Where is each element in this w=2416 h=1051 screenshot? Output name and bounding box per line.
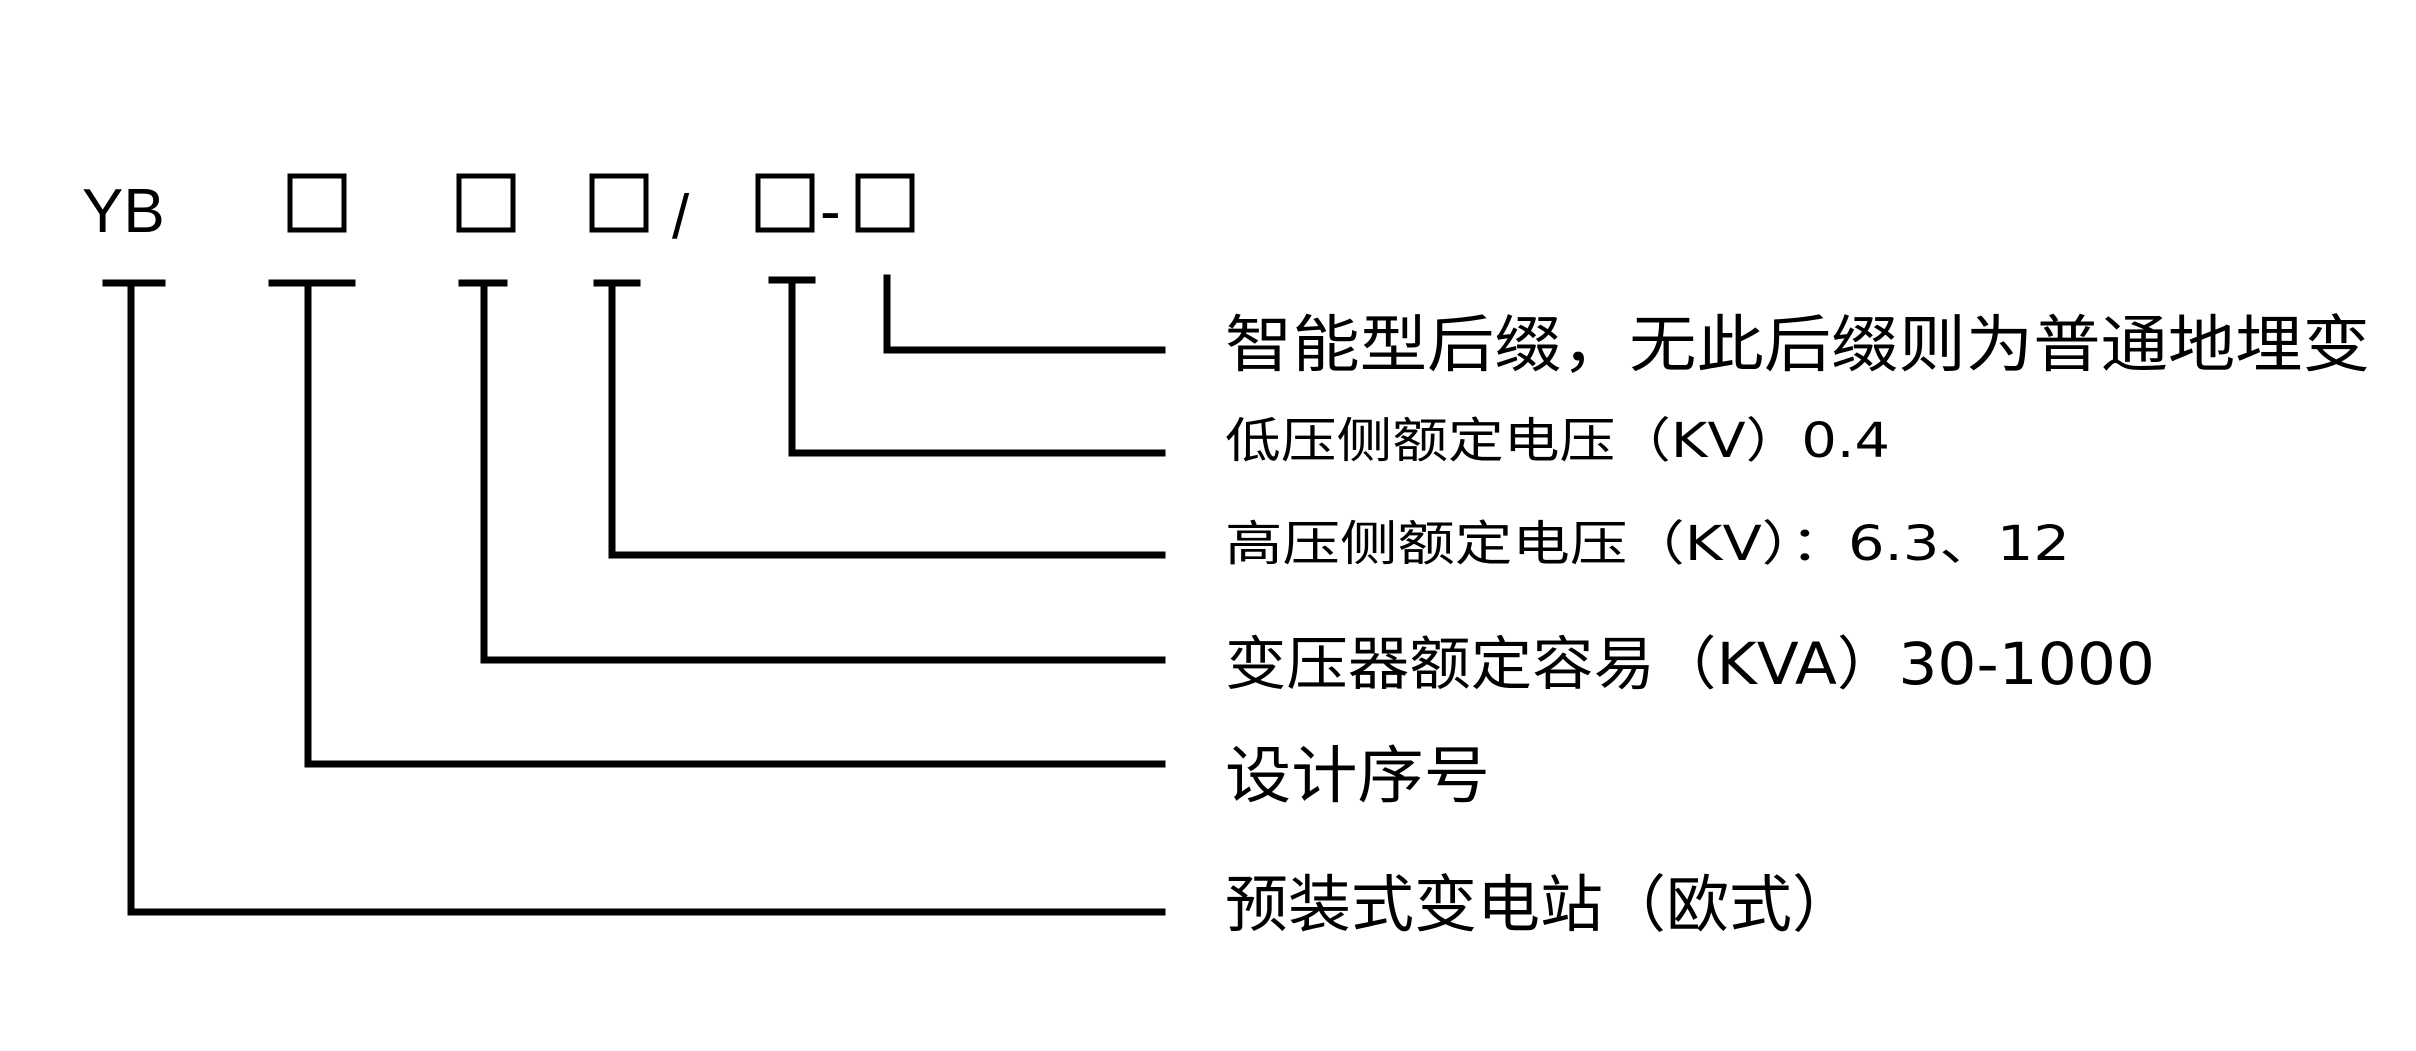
leader-line-prefix [102, 279, 1166, 916]
placeholder-box-design-number [287, 173, 347, 233]
code-slash: / [672, 183, 690, 252]
code-prefix: YB [82, 177, 165, 246]
leader-line-high-voltage [593, 279, 1166, 559]
leader-line-design-number [268, 279, 1166, 768]
description-labels: 智能型后缀，无此后缀则为普通地埋变 低压侧额定电压（KV）0.4 高压侧额定电压… [1225, 308, 2370, 941]
model-code: YB / - [82, 173, 915, 252]
placeholder-box-smart-suffix [855, 173, 915, 233]
label-low-voltage: 低压侧额定电压（KV）0.4 [1225, 413, 1890, 469]
placeholder-box-high-voltage [589, 173, 649, 233]
label-design-number: 设计序号 [1225, 739, 1490, 812]
leader-line-capacity [458, 279, 1166, 664]
code-dash: - [820, 177, 841, 246]
leader-line-low-voltage [768, 276, 1166, 457]
label-high-voltage: 高压侧额定电压（KV）：6.3、12 [1225, 516, 2070, 572]
label-prefix: 预装式变电站（欧式） [1225, 868, 1855, 941]
placeholder-box-low-voltage [755, 173, 815, 233]
label-smart-suffix: 智能型后缀，无此后缀则为普通地埋变 [1225, 308, 2370, 381]
leader-line-smart-suffix [883, 274, 1166, 354]
leader-lines [102, 274, 1166, 916]
label-capacity: 变压器额定容易（KVA）30-1000 [1225, 630, 2155, 698]
placeholder-box-capacity [456, 173, 516, 233]
